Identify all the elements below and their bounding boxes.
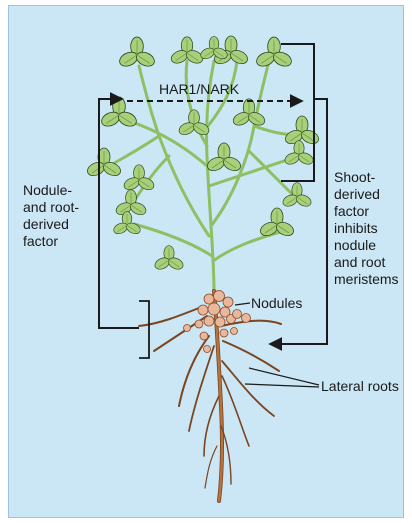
lateral-roots-label: Lateral roots [321, 378, 399, 395]
nodules-label: Nodules [251, 295, 302, 312]
trifoliate-leaves [85, 36, 320, 271]
root-derived-factor-label: Nodule- and root- derived factor [23, 182, 79, 250]
shoot-derived-factor-label: Shoot- derived factor inhibits nodule an… [334, 169, 399, 288]
har1-nark-label: HAR1/NARK [159, 81, 239, 98]
nodules-pointer [235, 303, 250, 305]
diagram-panel: HAR1/NARK Nodule- and root- derived fact… [8, 5, 404, 518]
lateral-roots-pointer-1 [249, 368, 319, 385]
root-bracket [139, 301, 149, 358]
lateral-roots-pointer-2 [245, 384, 319, 387]
